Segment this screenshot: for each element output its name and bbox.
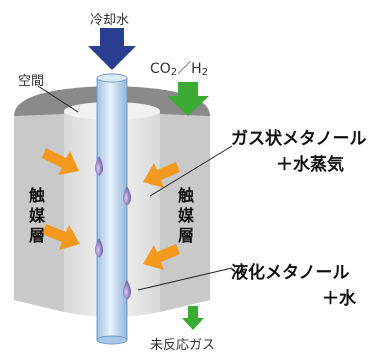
droplet [123,186,131,206]
flow-arrows-right [143,162,180,270]
unreacted-gas-arrow [182,306,204,330]
flow-arrows-left [42,148,80,250]
h2-subscript: 2 [201,67,209,78]
droplets [95,156,131,300]
coolant-label: 冷却水 [90,13,130,28]
feed-gas-arrow [167,82,209,116]
liquid-methanol-label-line1: 液化メタノール [231,263,350,283]
coolant-tube-top [96,73,128,83]
space-label: 空間 [18,74,45,89]
droplet [95,238,103,258]
space-leader-line [37,85,79,113]
gas-methanol-leader-line [149,145,233,197]
catalyst-layer-label-right: 触 媒 層 [176,186,196,246]
catalyst-char: 層 [177,226,194,245]
liquid-methanol-label-line2: ＋水 [322,289,356,309]
flow-arrow [143,244,180,270]
co2-subscript: 2 [170,67,178,78]
flow-arrow [143,162,180,188]
coolant-tube [96,77,128,341]
catalyst-char: 層 [28,226,45,245]
catalyst-char: 媒 [28,206,45,225]
gas-methanol-label-line2: ＋水蒸気 [276,155,344,175]
catalyst-char: 触 [177,186,194,205]
flow-arrow [42,224,80,250]
co2-text: CO [150,61,171,77]
gas-methanol-label-line1: ガス状メタノール [231,129,367,149]
catalyst-layer-label-left: 触 媒 層 [27,186,47,246]
catalyst-layer-left [14,114,64,312]
feed-gas-label: CO2／H2 [150,58,208,78]
catalyst-char: 触 [28,186,45,205]
h2-text: ／H [177,61,202,77]
droplet [95,156,103,176]
unreacted-gas-label: 未反応ガス [150,338,216,353]
coolant-arrow [88,28,136,70]
flow-arrow [42,148,79,175]
catalyst-char: 媒 [177,206,194,225]
liquid-methanol-leader-line [137,267,233,291]
coolant-tube-bottom [96,335,128,345]
droplet [123,280,131,300]
